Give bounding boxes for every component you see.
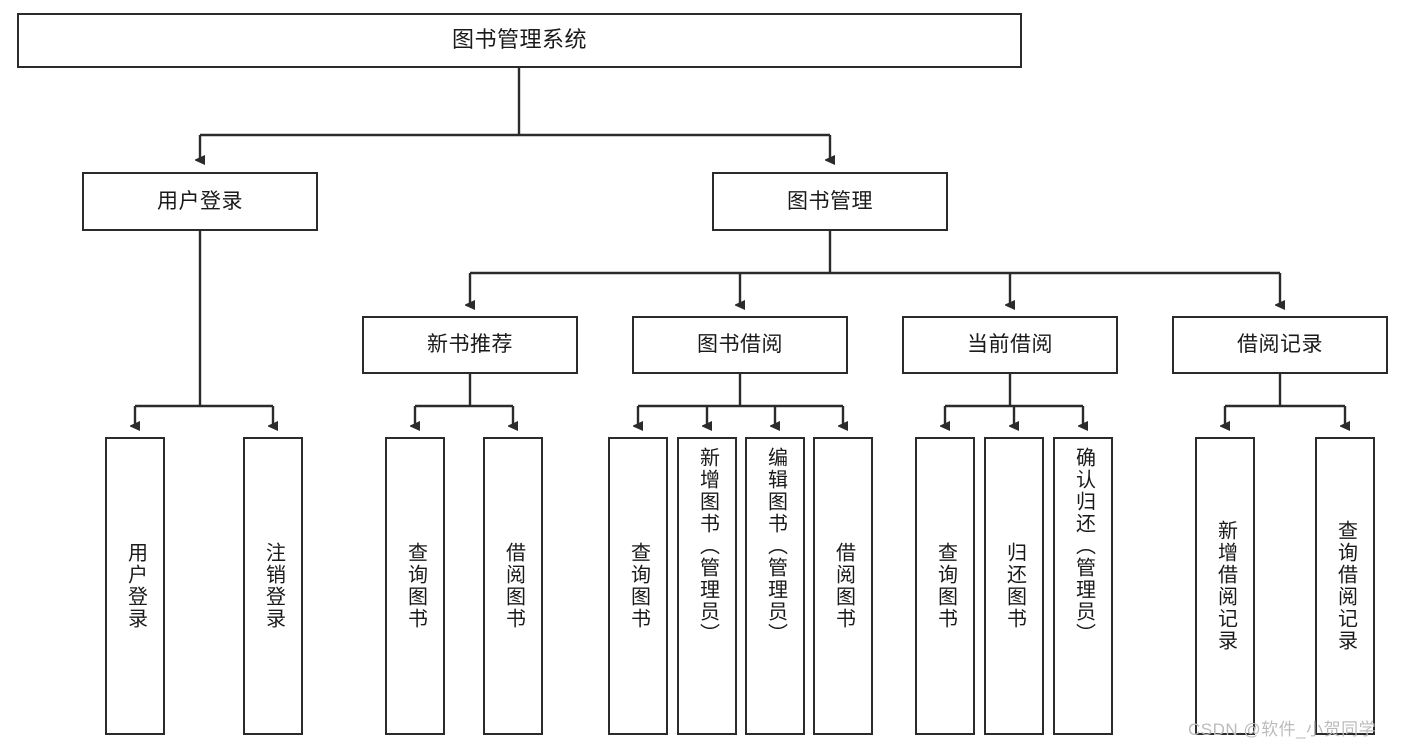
node-leaf-user-login[interactable]: 用户登录 (105, 437, 165, 735)
node-label: 归还图书 (1003, 542, 1026, 630)
node-leaf-borrow-book-1[interactable]: 借阅图书 (483, 437, 543, 735)
node-user-login[interactable]: 用户登录 (82, 172, 318, 231)
node-leaf-add-book[interactable]: 新增图书（管理员） (677, 437, 737, 735)
csdn-watermark: CSDN @软件_小贺同学 (1188, 720, 1377, 739)
node-leaf-query-book-3[interactable]: 查询图书 (915, 437, 975, 735)
node-new-book-recommend[interactable]: 新书推荐 (362, 316, 578, 374)
node-leaf-query-book-1[interactable]: 查询图书 (385, 437, 445, 735)
node-leaf-borrow-book-2[interactable]: 借阅图书 (813, 437, 873, 735)
node-label: 查询图书 (404, 542, 427, 630)
node-label: 当前借阅 (967, 333, 1053, 357)
node-book-borrow[interactable]: 图书借阅 (632, 316, 848, 374)
node-current-borrow[interactable]: 当前借阅 (902, 316, 1118, 374)
node-leaf-edit-book[interactable]: 编辑图书（管理员） (745, 437, 805, 735)
node-leaf-logout[interactable]: 注销登录 (243, 437, 303, 735)
node-label: 图书管理系统 (451, 27, 587, 53)
node-leaf-query-record[interactable]: 查询借阅记录 (1315, 437, 1375, 735)
node-label: 查询图书 (934, 542, 957, 630)
node-book-management[interactable]: 图书管理 (712, 172, 948, 231)
node-label: 图书管理 (787, 189, 873, 213)
node-label: 编辑图书（管理员） (764, 447, 787, 645)
node-label: 新书推荐 (427, 333, 513, 357)
node-label: 借阅记录 (1237, 333, 1323, 357)
node-label: 确认归还（管理员） (1072, 447, 1095, 645)
node-label: 借阅图书 (502, 542, 525, 630)
node-borrow-record[interactable]: 借阅记录 (1172, 316, 1388, 374)
node-label: 查询借阅记录 (1334, 520, 1357, 652)
node-leaf-query-book-2[interactable]: 查询图书 (608, 437, 668, 735)
node-label: 用户登录 (157, 189, 243, 213)
node-label: 用户登录 (124, 542, 147, 630)
node-label: 新增借阅记录 (1214, 520, 1237, 652)
node-label: 新增图书（管理员） (696, 447, 719, 645)
node-label: 注销登录 (262, 542, 285, 630)
node-leaf-return-book[interactable]: 归还图书 (984, 437, 1044, 735)
node-leaf-add-record[interactable]: 新增借阅记录 (1195, 437, 1255, 735)
node-leaf-confirm-return[interactable]: 确认归还（管理员） (1053, 437, 1113, 735)
node-label: 借阅图书 (832, 542, 855, 630)
node-root-system[interactable]: 图书管理系统 (17, 13, 1022, 68)
node-label: 图书借阅 (697, 333, 783, 357)
node-label: 查询图书 (627, 542, 650, 630)
